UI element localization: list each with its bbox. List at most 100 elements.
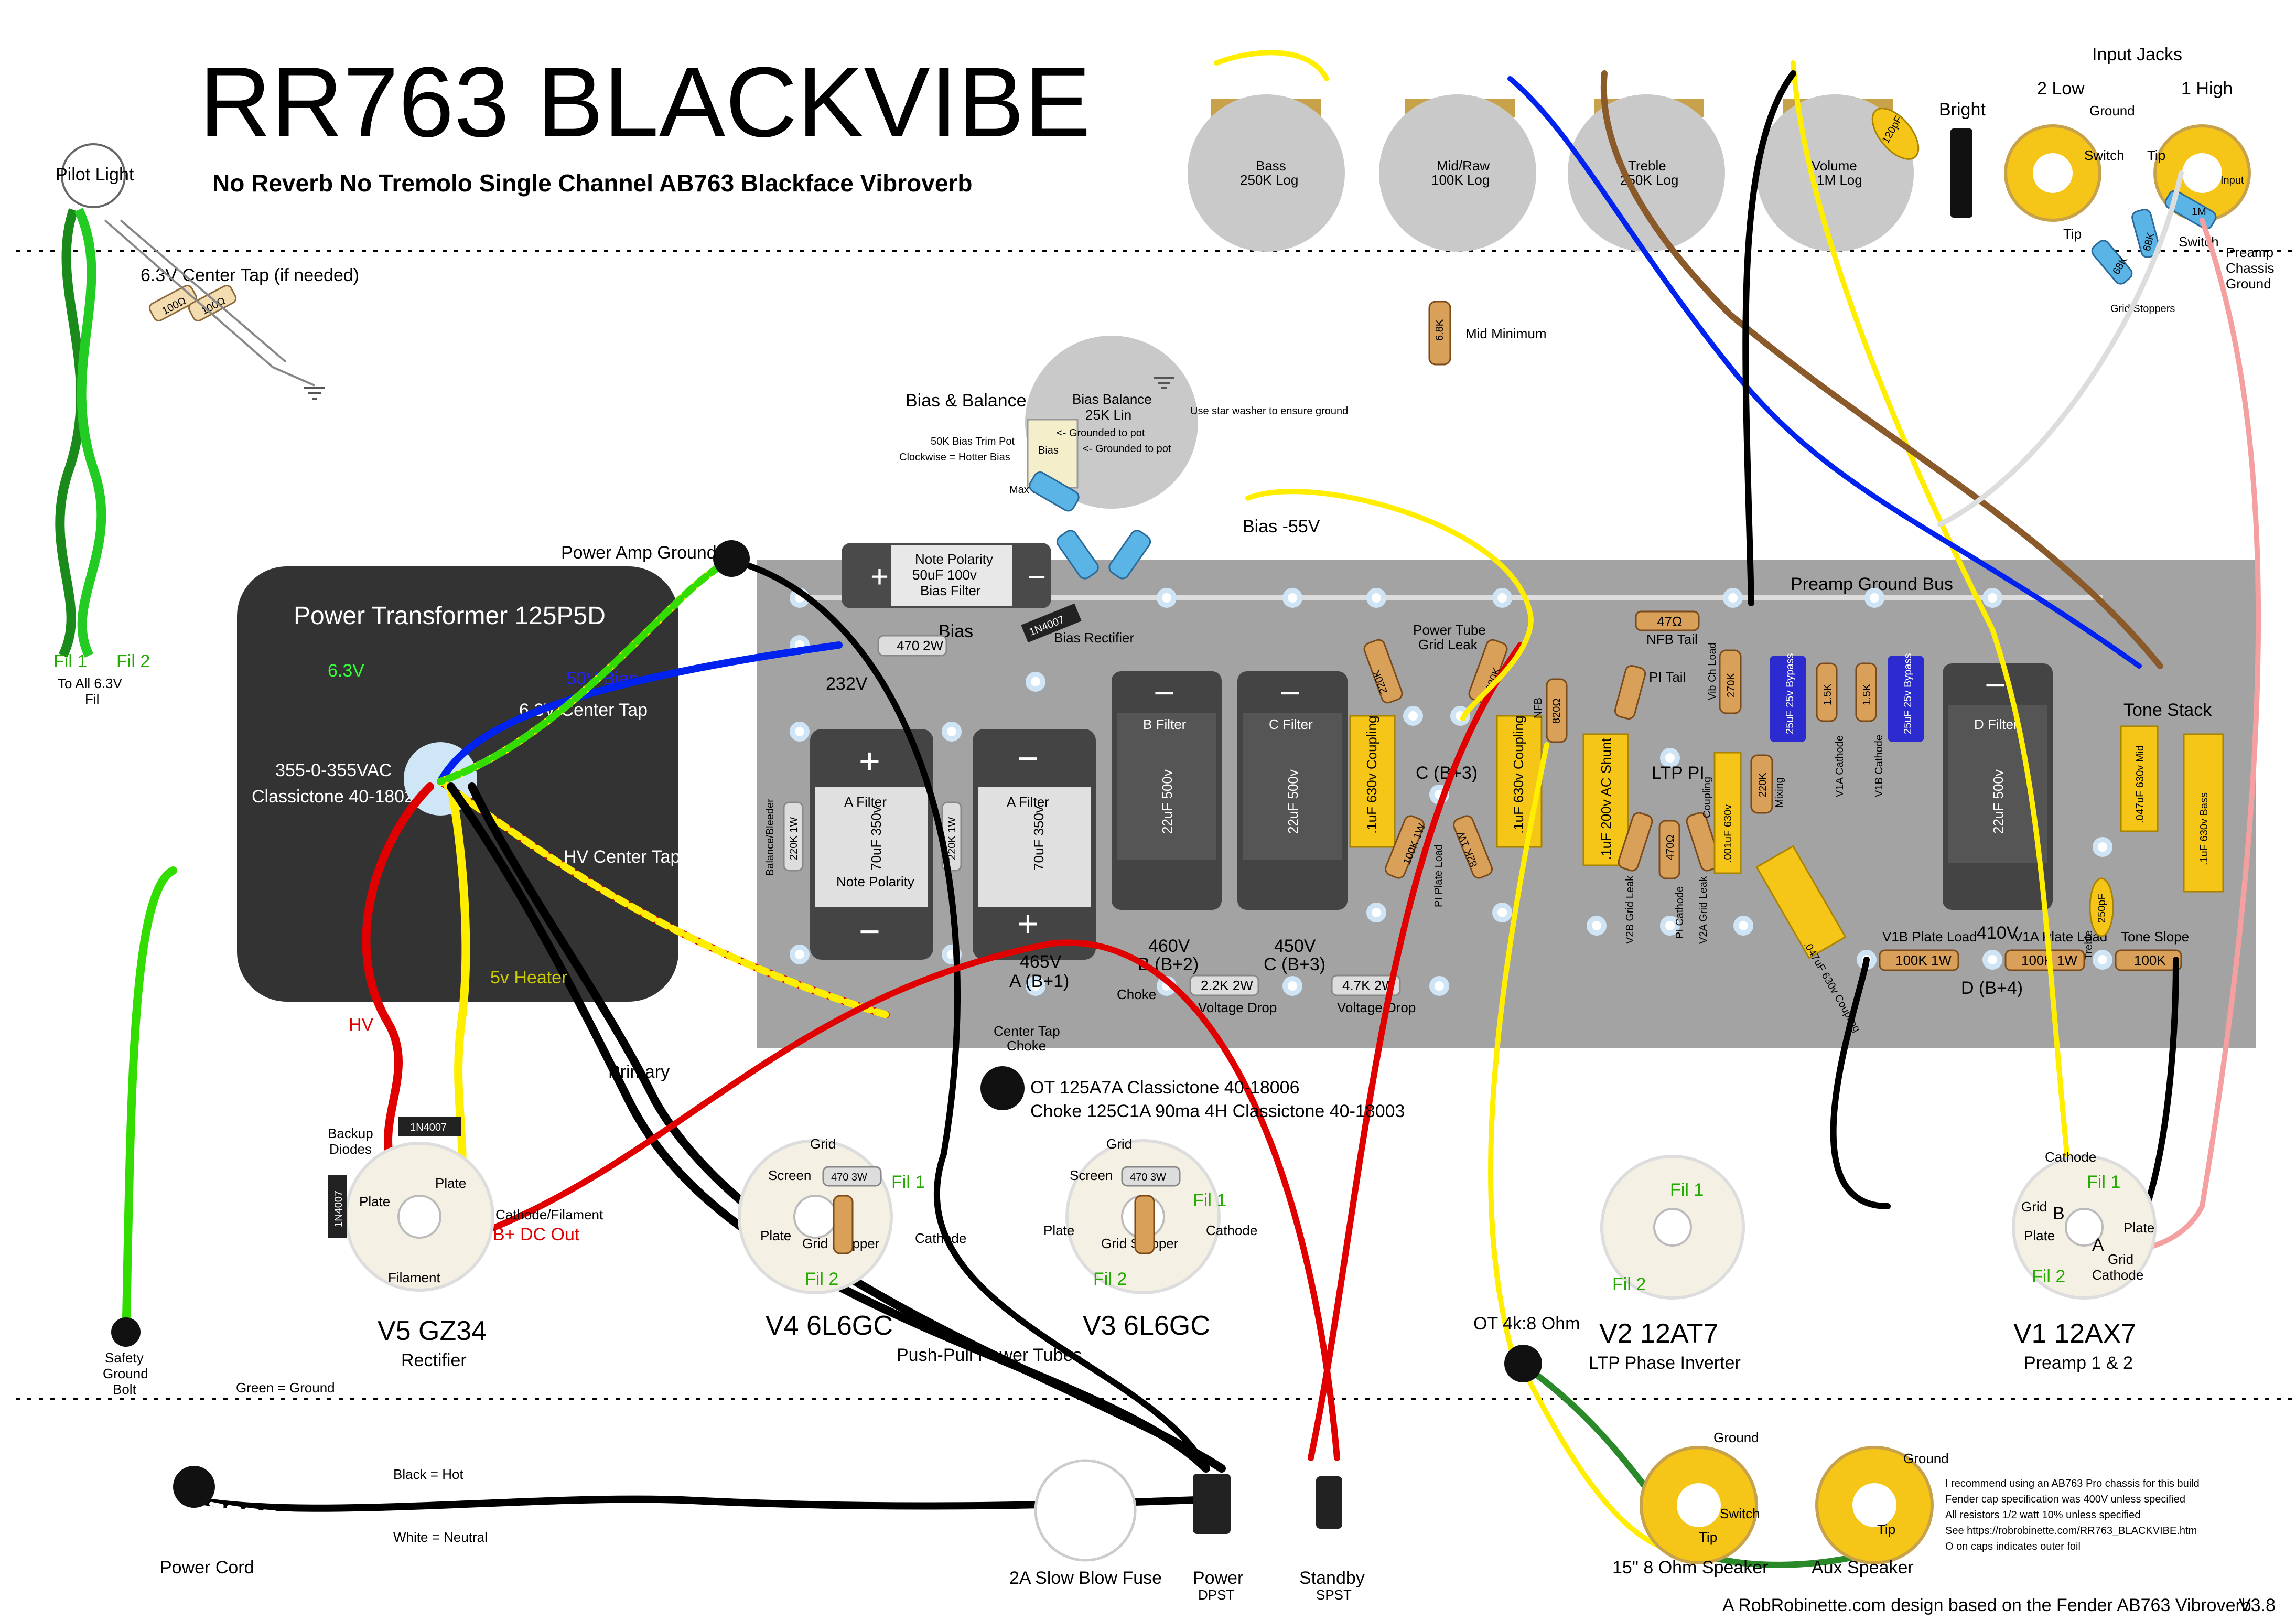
bright-switch[interactable] <box>1950 128 1972 218</box>
r22k-label: 2.2K 2W <box>1201 978 1253 993</box>
v5-sub: Rectifier <box>401 1350 467 1370</box>
trim-bias-label: Bias <box>1038 445 1059 456</box>
v3-fil2: Fil 2 <box>1093 1269 1127 1289</box>
standby-switch[interactable] <box>1316 1476 1342 1529</box>
bias-filter-label: Bias Filter <box>920 583 981 598</box>
resistor-100k-slope <box>2115 949 2182 971</box>
v1-b: B <box>2053 1204 2065 1224</box>
v4-plate: Plate <box>760 1228 791 1243</box>
r15k-2-label: 1.5K <box>1861 683 1873 705</box>
socket-v1 <box>2012 1155 2157 1300</box>
chassis-label: Chassis <box>2226 260 2274 276</box>
v4-grid-resistor <box>833 1195 854 1254</box>
v1-plate2: Plate <box>2123 1220 2154 1236</box>
v3-grid-resistor <box>1134 1195 1155 1254</box>
grounded2-label: <- Grounded to pot <box>1083 443 1171 455</box>
r2w-label: 2W <box>923 638 943 653</box>
v5-label: V5 GZ34 <box>378 1316 487 1346</box>
bias-rectifier-label: Bias Rectifier <box>1054 630 1134 646</box>
bias-trim-label: 50K Bias Trim Pot <box>931 436 1015 447</box>
coupling1-label: .1uF 630v Coupling <box>1364 716 1379 834</box>
resistor-220k-a <box>1363 639 1403 704</box>
r470-label: 470 <box>897 638 919 653</box>
pt-leak-label: Power Tube <box>1413 622 1486 638</box>
d-filter-label: D Filter <box>1974 716 2018 732</box>
pot-volume-name: Volume <box>1812 158 1857 174</box>
ltp-label: LTP PI <box>1652 763 1705 783</box>
socket-v2 <box>1600 1155 1745 1300</box>
ac-shunt-label: .1uF 200v AC Shunt <box>1598 738 1614 860</box>
spk-ground2-label: Ground <box>1903 1451 1949 1466</box>
v5-filament: Filament <box>388 1270 440 1285</box>
turrets <box>790 588 2112 996</box>
green-ground-label: Green = Ground <box>236 1380 335 1396</box>
r15k-1-label: 1.5K <box>1822 683 1834 705</box>
v4-screen: Screen <box>768 1167 811 1183</box>
clockwise-label: Clockwise = Hotter Bias <box>899 452 1010 463</box>
bias-pot-val: 25K Lin <box>1085 407 1131 423</box>
v5-bplus: B+ DC Out <box>493 1225 580 1244</box>
nfb-label: NFB <box>1533 698 1544 718</box>
minus-icon: − <box>1028 559 1046 594</box>
mid-cap <box>2120 725 2159 832</box>
jack-high-label: 1 High <box>2181 79 2233 99</box>
v1-a: A <box>2092 1235 2104 1255</box>
grid-leak-label: Grid Leak <box>1418 637 1478 652</box>
ot-mount <box>980 1066 1025 1110</box>
spk-aux-label: Aux Speaker <box>1812 1558 1914 1578</box>
pt-part: Classictone 40-18029 <box>252 787 424 807</box>
bias-balance-title: Bias & Balance <box>906 391 1027 411</box>
fil-label: Fil <box>85 691 99 707</box>
v1-fil1: Fil 1 <box>2087 1172 2120 1192</box>
ot-output-bolt <box>1504 1345 1542 1382</box>
mixing-label: Mixing <box>1774 777 1785 808</box>
spk-switch-label: Switch <box>1720 1506 1760 1521</box>
pot-bass[interactable] <box>1188 94 1345 252</box>
v5-d2-label: 1N4007 <box>333 1190 344 1227</box>
coupling-cap-1 <box>1349 715 1396 848</box>
d-filter-val: 22uF 500v <box>1990 769 2006 834</box>
c047-mid-label: .047uF 630v Mid <box>2135 745 2146 823</box>
ac-shunt-cap <box>1582 733 1629 866</box>
v1b-cath-label: V1B Cathode <box>1873 735 1885 797</box>
bias-pot-label: Bias Balance <box>1072 391 1152 407</box>
spk-tip2-label: Tip <box>1877 1521 1895 1537</box>
resistor-470-pi <box>1658 820 1680 879</box>
coupling2-label: .1uF 630v Coupling <box>1511 716 1526 834</box>
fuse-holder-icon[interactable] <box>1034 1459 1137 1562</box>
safety-label: Safety <box>105 1350 144 1366</box>
mid-min-label: Mid Minimum <box>1465 326 1547 341</box>
v3-cathode: Cathode <box>1206 1222 1257 1238</box>
bias-filter-label-bg <box>891 545 1012 606</box>
b-filter-val: 22uF 500v <box>1159 769 1175 834</box>
bias-cap-val: 50uF 100v <box>912 567 977 583</box>
pot-mid[interactable] <box>1379 94 1536 252</box>
resistor-470-2w <box>877 635 947 657</box>
jack-tip-label: Tip <box>2147 147 2165 163</box>
power-switch[interactable] <box>1193 1474 1231 1534</box>
resistor-82k <box>1453 815 1493 879</box>
v4-fil2: Fil 2 <box>805 1269 838 1289</box>
v3-screen: Screen <box>1070 1167 1113 1183</box>
bypass-cap-2 <box>1888 656 1924 742</box>
r220k-mix-label: 220K <box>1757 773 1769 797</box>
r100k-ts-label: 100K <box>2134 952 2166 968</box>
credit-label: A RobRobinette.com design based on the F… <box>1722 1595 2251 1615</box>
page-subtitle: No Reverb No Tremolo Single Channel AB76… <box>212 169 972 197</box>
v5-d1-label: 1N4007 <box>410 1122 447 1133</box>
bypass-cap-1 <box>1770 656 1806 742</box>
c-filter-label: C Filter <box>1269 716 1313 732</box>
v1-grid: Grid <box>2021 1199 2047 1215</box>
resistor-820 <box>1546 678 1568 743</box>
spst-label: SPST <box>1316 1587 1352 1603</box>
pot-mid-name: Mid/Raw <box>1437 158 1490 174</box>
resistor-10k-b <box>1056 530 1099 580</box>
v3-grid: Grid <box>1106 1136 1132 1152</box>
jack-input-label: Input <box>2220 175 2244 186</box>
resistor-47 <box>1635 610 1700 631</box>
v5-diode-2 <box>328 1175 347 1238</box>
v2-fil1: Fil 1 <box>1670 1180 1704 1200</box>
v3-r470: 470 3W <box>1130 1172 1166 1183</box>
v2-fil2: Fil 2 <box>1612 1274 1646 1294</box>
plus-icon: + <box>859 741 880 781</box>
